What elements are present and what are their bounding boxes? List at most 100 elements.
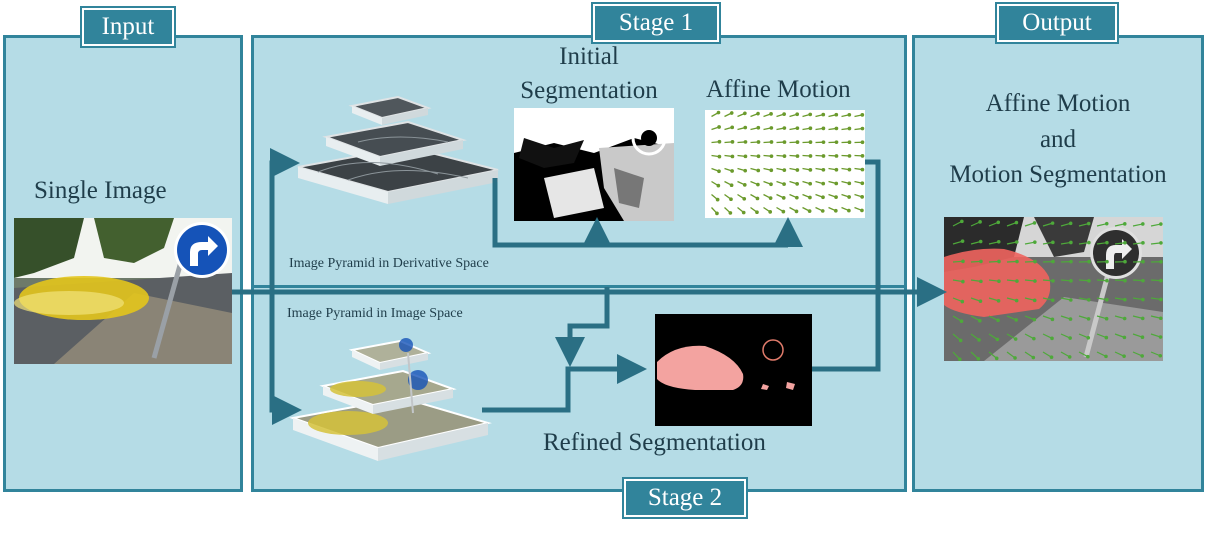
flow-vector-head bbox=[781, 209, 786, 214]
flow-vector-head bbox=[715, 211, 719, 216]
flow-vector-head bbox=[729, 197, 733, 202]
flow-vector-head bbox=[741, 210, 746, 215]
flow-vector-head bbox=[755, 210, 759, 215]
flow-vector-head bbox=[808, 168, 813, 172]
flow-vector-head bbox=[743, 111, 747, 116]
flow-vector-head bbox=[996, 318, 1000, 323]
flow-vector-head bbox=[996, 299, 1001, 303]
flow-vector-head bbox=[730, 154, 735, 159]
flow-vector-head bbox=[1123, 240, 1127, 245]
flow-vector-head bbox=[743, 168, 748, 173]
flow-vector-head bbox=[795, 112, 800, 117]
flow-vector-head bbox=[860, 181, 865, 186]
flow-vector-head bbox=[1032, 317, 1037, 322]
flow-vector-head bbox=[808, 126, 813, 131]
flow-vector-head bbox=[1013, 356, 1017, 360]
flow-vector-head bbox=[834, 154, 839, 158]
flow-vector-head bbox=[958, 357, 962, 361]
flow-vector-head bbox=[1032, 336, 1036, 341]
flow-vector-head bbox=[1069, 279, 1073, 283]
flow-vector-head bbox=[1032, 298, 1037, 303]
flow-vector-head bbox=[1141, 278, 1145, 283]
flow-vector-head bbox=[821, 181, 826, 186]
flow-vector-head bbox=[1051, 240, 1055, 245]
flow-vector-head bbox=[756, 125, 761, 130]
flow-vector-head bbox=[1140, 335, 1145, 339]
flow-vector-head bbox=[769, 182, 773, 187]
flow-vector-head bbox=[808, 112, 813, 117]
flow-vector-head bbox=[994, 356, 999, 361]
flow-vector-head bbox=[755, 196, 760, 201]
flow-vector-head bbox=[1140, 316, 1145, 321]
image-pyramid-to-refined bbox=[482, 354, 647, 413]
flow-vector-head bbox=[808, 181, 813, 186]
flow-vector-head bbox=[781, 196, 786, 200]
flow-vector-head bbox=[821, 154, 826, 158]
flow-vector-head bbox=[768, 210, 773, 214]
flow-vector-head bbox=[1086, 221, 1091, 226]
derivative-to-seg-and-motion bbox=[492, 178, 788, 248]
flow-vector-head bbox=[1086, 354, 1090, 359]
output-motion-image bbox=[944, 217, 1163, 361]
branch-down-to-image bbox=[269, 292, 302, 425]
flow-vector-head bbox=[821, 126, 826, 131]
flow-vector-head bbox=[860, 113, 865, 117]
pyramid-derivative-label: Image Pyramid in Derivative Space bbox=[289, 256, 489, 271]
image-pyramid-image bbox=[289, 338, 492, 461]
flow-vector-head bbox=[715, 197, 720, 202]
flow-vector-head bbox=[743, 140, 748, 144]
flow-vector-head bbox=[1014, 318, 1019, 322]
flow-vector-head bbox=[1050, 336, 1054, 341]
flow-vector-head bbox=[769, 112, 773, 116]
flow-vector-head bbox=[1158, 335, 1163, 339]
flow-vector-head bbox=[860, 194, 864, 199]
flow-vector-head bbox=[769, 168, 774, 173]
flow-vector-head bbox=[730, 139, 735, 144]
output-caption-line1: Affine Motion bbox=[985, 90, 1131, 117]
pyramid-image-label: Image Pyramid in Image Space bbox=[287, 306, 463, 321]
flow-vector-head bbox=[860, 167, 865, 172]
flow-vector-head bbox=[1159, 259, 1163, 264]
flow-vector-head bbox=[782, 112, 786, 116]
output-caption-line3: Motion Segmentation bbox=[949, 161, 1167, 188]
flow-vector-head bbox=[847, 167, 852, 172]
refined-out bbox=[812, 292, 881, 372]
flow-vector-head bbox=[1159, 241, 1163, 245]
flow-vector-head bbox=[808, 140, 813, 144]
flow-vector-head bbox=[1050, 298, 1055, 302]
flow-vector-head bbox=[1068, 317, 1073, 321]
flow-vector-head bbox=[979, 279, 983, 284]
flow-vector-head bbox=[834, 140, 839, 145]
flow-vector-head bbox=[834, 195, 838, 199]
flow-vector-head bbox=[782, 182, 786, 186]
flow-vector-head bbox=[1067, 355, 1072, 359]
flow-vector-head bbox=[834, 181, 839, 186]
stage1-tag: Stage 1 bbox=[593, 4, 719, 42]
flow-vector-head bbox=[743, 125, 748, 130]
flow-vector-head bbox=[1031, 355, 1036, 360]
flow-vector-head bbox=[847, 195, 851, 199]
flow-vector-head bbox=[834, 126, 839, 131]
flow-vector-head bbox=[1014, 240, 1019, 244]
flow-vector-head bbox=[716, 110, 721, 115]
flow-vector-head bbox=[782, 168, 787, 172]
branch-up-to-derivative bbox=[269, 148, 300, 292]
affine-motion-out bbox=[865, 159, 881, 292]
flow-vector-head bbox=[847, 208, 851, 213]
flow-vector-head bbox=[808, 154, 813, 158]
flow-vector-head bbox=[860, 208, 864, 213]
output-tag: Output bbox=[997, 4, 1117, 42]
flow-vector-head bbox=[1087, 259, 1091, 264]
flow-vector-head bbox=[1051, 259, 1055, 264]
flow-vector-head bbox=[1086, 336, 1091, 340]
derivative-pyramid-image bbox=[297, 95, 499, 204]
flow-vector-head bbox=[1069, 259, 1073, 264]
flow-vector-head bbox=[1104, 221, 1109, 226]
flow-vector-head bbox=[1014, 298, 1019, 303]
flow-vector-head bbox=[1086, 317, 1091, 321]
flow-vector-head bbox=[1123, 278, 1127, 283]
flow-vector-head bbox=[960, 299, 965, 304]
flow-vector-head bbox=[833, 208, 838, 213]
flow-vector-head bbox=[1123, 259, 1127, 264]
